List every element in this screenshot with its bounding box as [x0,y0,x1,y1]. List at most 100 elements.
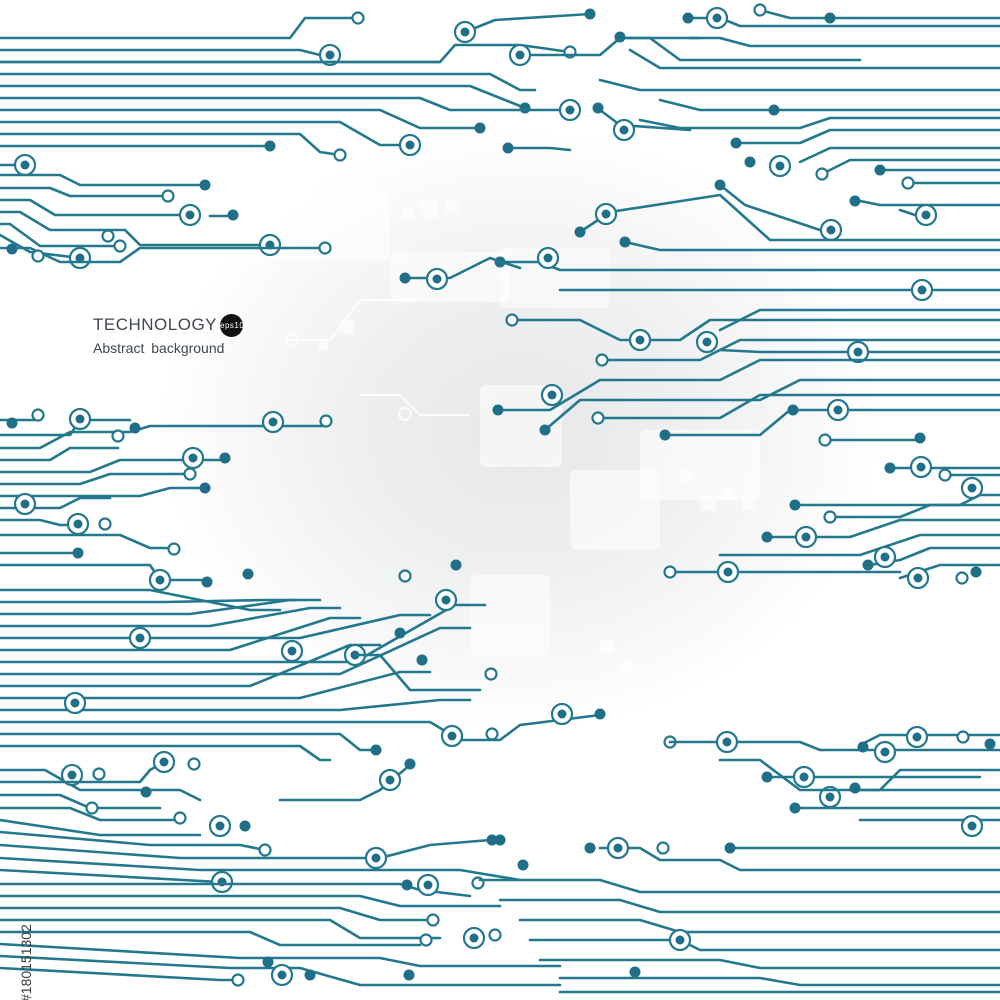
pad-ring [161,189,175,203]
pad-ring [595,353,609,367]
pad-ring [113,239,127,253]
pad-dot [394,627,406,639]
pad-target-core [73,519,83,529]
pad-ring [31,249,45,263]
circuit-trace [0,472,192,486]
pad-target-core [967,821,977,831]
pad-ring [485,727,499,741]
circuit-trace [0,43,572,64]
pad-dot [862,559,874,571]
pad-dot [970,566,982,578]
circuit-trace [0,132,342,157]
circuit-trace [0,966,238,982]
circuit-trace [638,116,1000,130]
pad-dot [494,834,506,846]
circuit-trace [0,732,378,752]
pad-target-core [912,732,922,742]
pad-dot [474,122,486,134]
pad-dot [659,429,671,441]
pad-dot [619,236,631,248]
pad-dot [849,195,861,207]
pad-ring [505,313,519,327]
circuit-trace [793,493,1000,507]
caption-title-row: TECHNOLOGY eps10 [93,312,244,338]
pad-ring [318,241,332,255]
circuit-trace [0,830,267,852]
pad-ring [663,565,677,579]
caption-subtitle: Abstract background [93,340,225,356]
circuit-trace [538,958,1000,970]
pad-dot [914,432,926,444]
pad-dot [416,654,428,666]
circuit-trace [0,954,562,987]
circuit-trace [528,938,1000,952]
pad-ring [173,811,187,825]
pad-dot [502,142,514,154]
pad-ring [85,801,99,815]
pad-dot [629,966,641,978]
faded-chip-squares [250,190,760,672]
pad-target-core [853,347,863,357]
pad-ring [31,408,45,422]
circuit-trace [0,818,202,837]
circuit-trace [758,8,1000,20]
pad-ring [938,468,952,482]
pad-target-core [723,567,733,577]
pad-dot [724,842,736,854]
pad-dot [730,137,742,149]
pad-target-core [20,499,30,509]
pad-dot [984,738,996,750]
circuit-trace [0,446,120,462]
circuit-trace [513,318,1000,342]
pad-dot [768,104,780,116]
pad-dot [6,417,18,429]
pad-target-core [635,335,645,345]
circuit-trace [598,78,1000,92]
circuit-trace [618,36,862,62]
pad-target-core [515,50,525,60]
pad-target-core [447,731,457,741]
circuit-trace [0,838,492,860]
circuit-trace [0,744,332,762]
pad-ring [258,843,272,857]
pad-ring [956,730,970,744]
circuit-trace [498,358,1000,412]
pad-dot [874,164,886,176]
circuit-trace [598,846,1000,872]
circuit-trace [0,246,327,264]
circuit-trace [0,458,227,474]
circuit-trace [0,670,432,700]
pad-target-core [921,210,931,220]
circuit-trace [628,48,1000,70]
circuit-traces [0,3,1000,994]
pad-dot [884,462,896,474]
caption-title: TECHNOLOGY [93,315,218,334]
pad-target-core [557,709,567,719]
pad-dot [849,782,861,794]
circuit-trace [0,120,412,147]
pad-ring [955,571,969,585]
circuit-trace [0,84,527,110]
pad-ring [183,467,197,481]
circuit-trace [828,503,1000,519]
pad-ring [351,11,365,25]
circuit-trace [0,96,572,112]
pad-dot [614,31,626,43]
pad-ring [111,429,125,443]
pad-dot [401,879,413,891]
pad-dot [72,547,84,559]
circuit-trace [0,563,207,582]
circuit-trace [0,210,272,247]
pad-target-core [441,595,451,605]
pad-dot [201,576,213,588]
pad-dot [399,272,411,284]
pad-target-core [20,160,30,170]
circuit-trace [0,930,422,947]
pad-dot [6,243,18,255]
pad-dot [450,559,462,571]
pad-dot [140,786,152,798]
pad-ring [419,933,433,947]
pad-target-core [619,125,629,135]
circuit-trace [898,208,917,217]
